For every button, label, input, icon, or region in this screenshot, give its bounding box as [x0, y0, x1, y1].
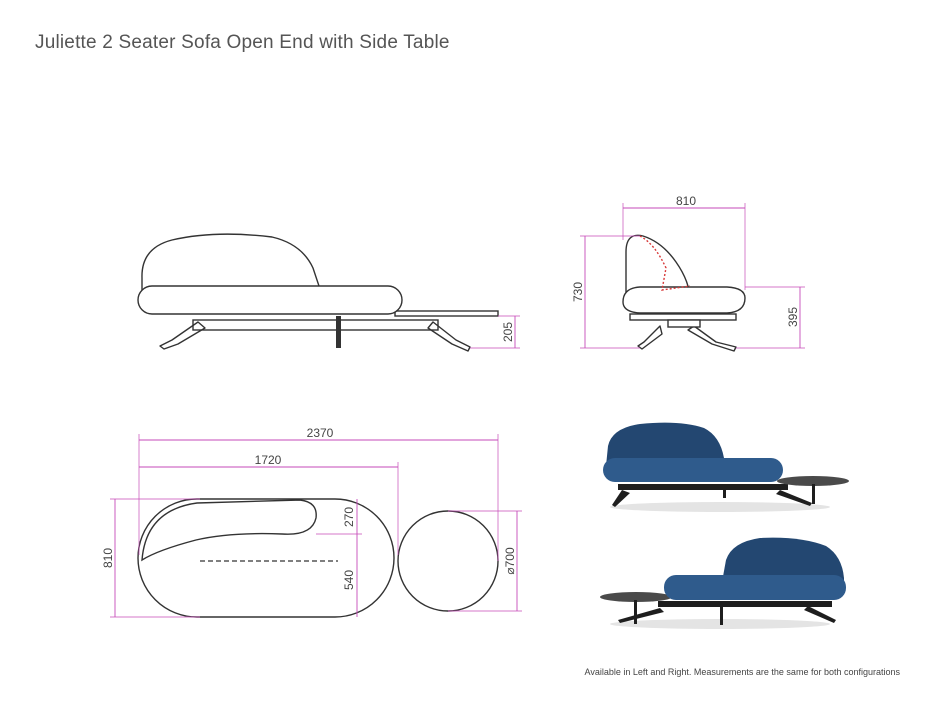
side-table-plan — [397, 510, 499, 612]
render-leg — [776, 490, 812, 506]
render-frame — [658, 601, 832, 607]
render-seat — [603, 458, 783, 482]
render-stem — [723, 484, 726, 498]
product-render-table-left — [600, 537, 846, 629]
dim-seat-depth: 540 — [342, 570, 356, 590]
dim-seat-height: 395 — [786, 307, 800, 327]
side-base — [629, 313, 737, 321]
dim-back-depth: 270 — [342, 507, 356, 527]
front-left-leg — [159, 321, 206, 350]
render-frame — [618, 484, 788, 490]
backrest-plan-curve — [141, 499, 317, 562]
render-table-top — [777, 476, 849, 486]
product-render-table-right — [603, 422, 849, 512]
backrest-contour-line — [639, 235, 691, 291]
render-leg — [612, 490, 630, 507]
front-right-leg — [427, 321, 471, 352]
page-title: Juliette 2 Seater Sofa Open End with Sid… — [35, 32, 450, 53]
render-leg — [804, 606, 836, 623]
dim-table-height: 205 — [501, 322, 515, 342]
dim-table-diameter: ⌀700 — [503, 547, 517, 575]
side-leg-back — [687, 325, 737, 352]
render-seat — [664, 575, 846, 600]
table-stem — [336, 316, 341, 348]
configuration-footnote: Available in Left and Right. Measurement… — [584, 667, 900, 677]
side-backrest — [625, 234, 691, 301]
seat-cushion — [137, 285, 403, 315]
front-elevation: 205 — [137, 233, 520, 352]
side-hub — [667, 319, 701, 328]
render-leg — [618, 608, 664, 623]
side-leg-front — [637, 325, 663, 350]
dim-total-length: 2370 — [307, 426, 334, 440]
backrest — [141, 233, 322, 293]
base-frame — [192, 319, 439, 331]
dim-depth: 810 — [101, 548, 115, 568]
side-table-top — [394, 310, 499, 317]
dim-side-height: 730 — [571, 282, 585, 302]
render-stem — [720, 601, 723, 625]
dim-sofa-length: 1720 — [255, 453, 282, 467]
dim-side-width: 810 — [676, 194, 696, 208]
render-table-top — [600, 592, 672, 602]
render-table-stem — [812, 484, 815, 504]
plan-view: 2370 1720 810 270 540 ⌀700 — [101, 426, 522, 618]
render-backrest — [606, 422, 726, 466]
side-seat — [622, 286, 746, 314]
render-table-stem — [634, 600, 637, 624]
side-elevation: 810 730 395 — [571, 194, 805, 352]
render-shadow — [610, 502, 830, 512]
